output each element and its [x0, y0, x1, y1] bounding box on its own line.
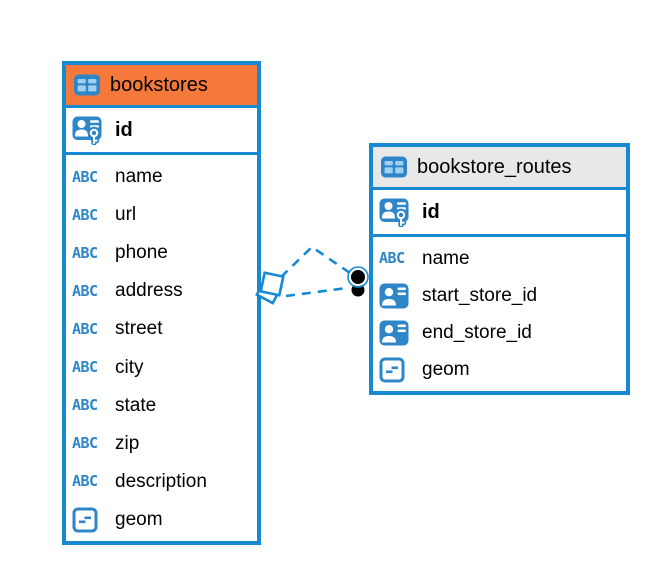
column-name: phone [115, 242, 168, 264]
text-type-icon: ABC [72, 167, 98, 186]
column-row[interactable]: ABC url [66, 196, 257, 234]
columns-section: ABC name ABC url ABC phone ABC address A… [66, 155, 257, 541]
columns-section: ABC name start_store_id end_store_id geo… [373, 237, 626, 391]
column-row[interactable]: ABC street [66, 310, 257, 348]
column-icon-cell: ABC [72, 474, 109, 489]
primary-key-section: id [373, 190, 626, 237]
column-icon-cell: ABC [379, 251, 416, 266]
column-row[interactable]: ABC name [66, 158, 257, 196]
relationship-edge[interactable] [255, 245, 369, 305]
column-icon-cell [379, 283, 416, 309]
column-icon-cell: ABC [72, 243, 109, 262]
text-type-icon: ABC [72, 205, 98, 224]
primary-key-row[interactable]: id [373, 190, 626, 234]
primary-key-section: id [66, 108, 257, 155]
primary-key-icon [379, 198, 409, 227]
text-type-icon: ABC [72, 396, 98, 415]
text-type-icon: ABC [72, 319, 98, 338]
text-type-icon: ABC [72, 434, 98, 453]
column-icon-cell [72, 116, 109, 145]
column-icon-cell [379, 357, 416, 383]
table-header[interactable]: bookstore_routes [373, 147, 626, 190]
table-title: bookstore_routes [417, 155, 572, 178]
column-name: state [115, 394, 157, 416]
target-marker-ring [347, 266, 369, 288]
primary-key-row[interactable]: id [66, 108, 257, 152]
column-row[interactable]: ABC name [373, 240, 626, 277]
column-row[interactable]: geom [373, 352, 626, 389]
table-bookstore_routes[interactable]: bookstore_routes id ABC name [369, 143, 630, 395]
foreign-key-icon [379, 320, 409, 346]
text-type-icon: ABC [72, 472, 98, 491]
column-icon-cell: ABC [72, 319, 109, 338]
column-row[interactable]: ABC phone [66, 234, 257, 272]
column-row[interactable]: start_store_id [373, 277, 626, 314]
primary-key-icon [72, 116, 102, 145]
table-header[interactable]: bookstores [66, 65, 257, 108]
column-name: name [422, 247, 470, 269]
column-row[interactable]: ABC state [66, 387, 257, 425]
column-row[interactable]: geom [66, 501, 257, 539]
foreign-key-icon [379, 283, 409, 309]
column-row[interactable]: end_store_id [373, 315, 626, 352]
target-marker-dot-bottom [349, 281, 367, 299]
text-type-icon: ABC [72, 243, 98, 262]
column-row[interactable]: ABC description [66, 463, 257, 501]
text-type-icon: ABC [72, 281, 98, 300]
column-row[interactable]: ABC address [66, 272, 257, 310]
column-name: id [115, 118, 133, 141]
column-icon-cell [72, 507, 109, 533]
column-icon-cell: ABC [72, 167, 109, 186]
column-name: id [422, 200, 440, 223]
column-icon-cell: ABC [72, 205, 109, 224]
table-icon [381, 156, 407, 178]
column-icon-cell: ABC [72, 398, 109, 413]
column-icon-cell: ABC [72, 436, 109, 451]
column-name: start_store_id [422, 284, 538, 306]
column-name: address [115, 280, 183, 302]
column-name: description [115, 470, 207, 492]
column-name: name [115, 166, 163, 188]
column-name: end_store_id [422, 322, 532, 344]
column-row[interactable]: ABC zip [66, 425, 257, 463]
geometry-type-icon [379, 357, 405, 383]
column-row[interactable]: ABC city [66, 348, 257, 386]
column-name: city [115, 356, 144, 378]
table-title: bookstores [110, 73, 208, 96]
column-icon-cell: ABC [72, 360, 109, 375]
relationship-line-upper[interactable] [280, 245, 351, 278]
column-name: geom [115, 508, 163, 530]
column-name: geom [422, 359, 470, 381]
table-bookstores[interactable]: bookstores id ABC name ABC url [62, 61, 261, 545]
text-type-icon: ABC [379, 249, 405, 268]
relationship-target-marker[interactable] [347, 266, 369, 299]
column-icon-cell [379, 320, 416, 346]
relationship-line-lower[interactable] [285, 286, 348, 298]
column-name: zip [115, 432, 140, 454]
target-marker-dot-top [349, 268, 367, 286]
column-name: url [115, 204, 137, 226]
column-icon-cell: ABC [72, 281, 109, 300]
text-type-icon: ABC [72, 358, 98, 377]
column-name: street [115, 318, 163, 340]
column-icon-cell [379, 198, 416, 227]
geometry-type-icon [72, 507, 98, 533]
source-marker-front-square [259, 271, 285, 297]
table-icon [74, 74, 100, 96]
